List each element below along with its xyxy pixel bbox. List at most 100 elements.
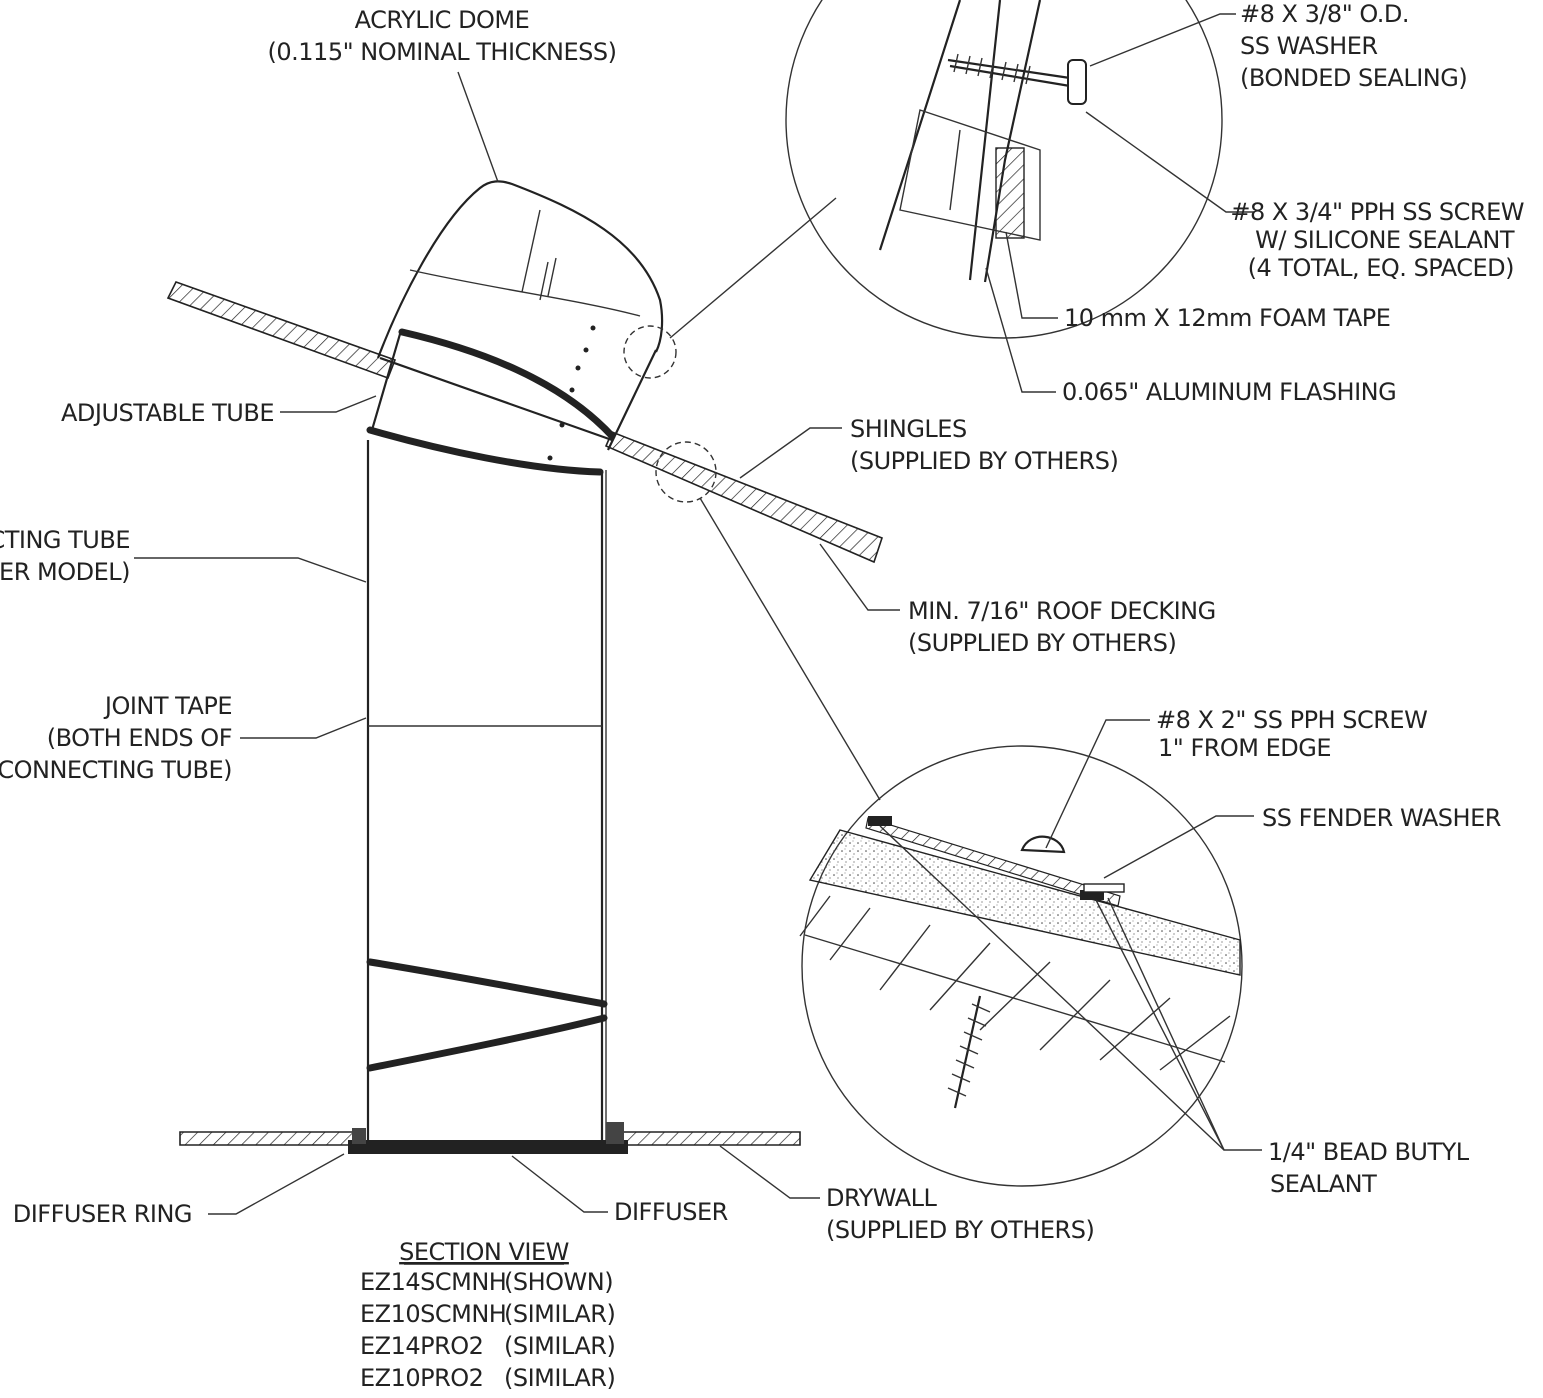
detail-top <box>785 0 1223 339</box>
model-note: (SHOWN) <box>504 1268 613 1296</box>
label-butyl-sealant: SEALANT <box>1270 1170 1377 1198</box>
label-roof-decking-supplied: (SUPPLIED BY OTHERS) <box>908 629 1176 657</box>
rivet <box>590 325 596 331</box>
fender-washer <box>1083 883 1125 893</box>
label-butyl: 1/4" BEAD BUTYL <box>1268 1138 1470 1166</box>
detail-top-tube-wall <box>878 0 1002 281</box>
deck-screw <box>953 995 982 1109</box>
callout-leader-top <box>669 197 837 339</box>
screw-threads <box>953 53 1031 85</box>
label-joint-tape: JOINT TAPE <box>103 692 232 720</box>
leader-lines <box>134 13 1262 1215</box>
roof-deck-left <box>166 281 397 380</box>
label-shingles: SHINGLES <box>850 415 967 443</box>
adjustable-tube-band <box>398 328 616 440</box>
label-connecting-tube: CTING TUBE <box>0 526 130 554</box>
rivet <box>569 387 575 393</box>
leader-butyl-3 <box>1107 897 1225 1151</box>
rivet <box>559 422 565 428</box>
leader-dome <box>457 71 499 183</box>
butyl-bead-1 <box>868 816 892 826</box>
flashing-layer <box>865 817 1121 907</box>
label-diffuser-ring: DIFFUSER RING <box>13 1200 192 1228</box>
label-washer: #8 X 3/8" O.D. <box>1240 0 1409 28</box>
leader-ss-screw <box>1045 719 1150 849</box>
labels: ACRYLIC DOME (0.115" NOMINAL THICKNESS) … <box>0 0 1525 1244</box>
adjustable-tube-joint <box>366 426 604 476</box>
label-connecting-tube-model: PER MODEL) <box>0 558 130 586</box>
model-name: EZ10SCMNH <box>360 1300 506 1328</box>
label-drywall-supplied: (SUPPLIED BY OTHERS) <box>826 1216 1094 1244</box>
leader-diffuser <box>511 1155 608 1213</box>
drywall-right <box>611 1131 801 1146</box>
model-name: EZ14PRO2 <box>360 1332 483 1360</box>
label-foam-tape: 10 mm X 12mm FOAM TAPE <box>1064 304 1390 332</box>
label-ss-screw: #8 X 2" SS PPH SCREW <box>1156 706 1427 734</box>
leader-shingles <box>739 427 842 479</box>
dome-facet <box>521 209 541 293</box>
callout-leader-bottom <box>699 497 881 801</box>
leader-butyl-2 <box>1095 899 1225 1151</box>
label-flashing: 0.065" ALUMINUM FLASHING <box>1062 378 1396 406</box>
detail-bottom-circle <box>801 745 1243 1187</box>
deck-hatch <box>799 895 1231 1071</box>
washer-head <box>1067 59 1087 105</box>
leader-roof-decking <box>819 543 900 611</box>
label-diffuser: DIFFUSER <box>614 1198 728 1226</box>
shingle-layer <box>808 829 1241 976</box>
leader-foam-tape <box>1005 231 1058 319</box>
label-roof-decking: MIN. 7/16" ROOF DECKING <box>908 597 1216 625</box>
flashing-outline <box>379 356 613 442</box>
diffuser-ring-left <box>352 1128 366 1144</box>
label-acrylic-dome: ACRYLIC DOME <box>355 6 530 34</box>
label-shingles-supplied: (SUPPLIED BY OTHERS) <box>850 447 1118 475</box>
model-note: (SIMILAR) <box>504 1364 615 1392</box>
label-adjustable-tube: ADJUSTABLE TUBE <box>61 399 274 427</box>
label-pph-screw: #8 X 3/4" PPH SS SCREW <box>1230 198 1524 226</box>
spiral-band-2 <box>366 1014 608 1072</box>
detail-callout-decking <box>655 441 717 503</box>
leader-washer <box>1089 13 1236 67</box>
leader-joint-tape <box>240 717 367 739</box>
butyl-bead-2 <box>1080 890 1104 900</box>
spiral-band-1 <box>366 958 608 1008</box>
leader-diffuser-ring <box>208 1153 345 1215</box>
screw-head <box>1020 835 1066 854</box>
label-ss-screw-edge: 1" FROM EDGE <box>1158 734 1331 762</box>
rivet <box>583 347 589 353</box>
leader-connecting-tube <box>134 557 367 583</box>
model-name: EZ14SCMNH <box>360 1268 506 1296</box>
acrylic-dome <box>376 180 664 359</box>
section-view-block: SECTION VIEW EZ14SCMNH (SHOWN) EZ10SCMNH… <box>360 1238 616 1392</box>
diffuser <box>348 1140 628 1154</box>
label-drywall: DRYWALL <box>826 1184 937 1212</box>
model-note: (SIMILAR) <box>504 1300 615 1328</box>
leader-flashing <box>985 267 1056 393</box>
label-pph-screw-sealant: W/ SILICONE SEALANT <box>1255 226 1515 254</box>
drywall-left <box>179 1131 361 1146</box>
rivet <box>575 365 581 371</box>
deck-screw-threads <box>947 1003 991 1097</box>
label-washer-type: SS WASHER <box>1240 32 1378 60</box>
label-joint-tape-tube: CONNECTING TUBE) <box>0 756 232 784</box>
section-view-title: SECTION VIEW <box>399 1238 569 1266</box>
label-acrylic-dome-thickness: (0.115" NOMINAL THICKNESS) <box>268 38 617 66</box>
roof-deck-right <box>604 430 883 564</box>
detail-top-block <box>899 109 1041 241</box>
detail-callout-washer <box>623 325 677 379</box>
detail-top-block-line <box>949 129 961 211</box>
label-washer-sealing: (BONDED SEALING) <box>1240 64 1467 92</box>
detail-top-circle <box>785 0 1223 339</box>
dome-inner-line <box>409 269 641 317</box>
adjustable-tube-outline <box>370 333 657 451</box>
model-note: (SIMILAR) <box>504 1332 615 1360</box>
foam-tape-section <box>995 147 1025 239</box>
rivet <box>547 455 553 461</box>
skylight-section <box>166 180 883 1154</box>
model-name: EZ10PRO2 <box>360 1364 483 1392</box>
leader-fender-washer <box>1103 815 1254 879</box>
diffuser-ring-right <box>606 1122 624 1144</box>
deck-bottom-line <box>804 934 1226 1063</box>
label-fender-washer: SS FENDER WASHER <box>1262 804 1501 832</box>
